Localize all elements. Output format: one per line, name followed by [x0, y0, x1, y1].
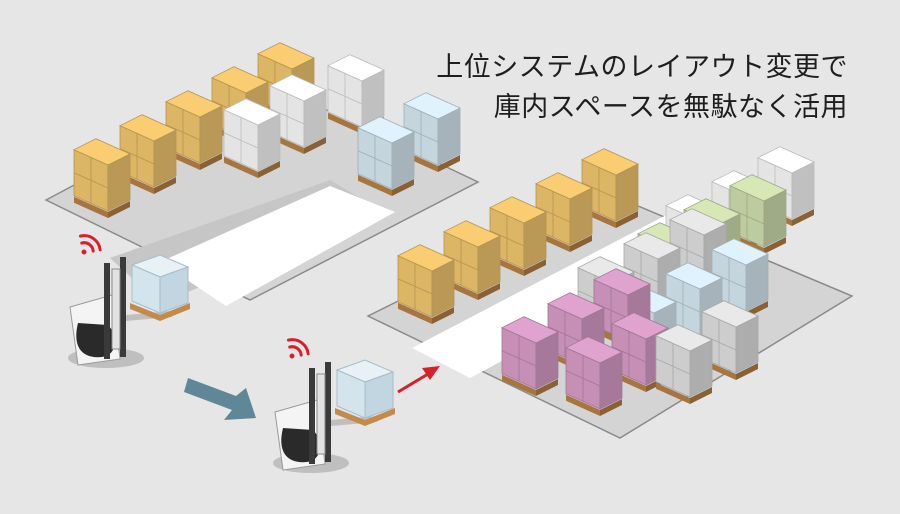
- pallet-stack: [501, 316, 559, 396]
- move-arrow-icon: [184, 378, 256, 420]
- pallet-stack: [397, 244, 455, 324]
- pallet-stack: [357, 116, 415, 196]
- pallet-stack: [655, 324, 713, 404]
- caption: 上位システムのレイアウト変更で 庫内スペースを無駄なく活用: [408, 48, 848, 128]
- pallet-stack: [269, 74, 327, 154]
- pallet-stack: [223, 98, 281, 178]
- aisle-before: [160, 186, 395, 306]
- pallet-stack: [73, 138, 131, 218]
- caption-line-2: 庫内スペースを無駄なく活用: [493, 92, 848, 123]
- pallet-stacks-before: [73, 42, 461, 218]
- pallet-stack: [565, 336, 623, 416]
- reach-truck-icon: [273, 359, 395, 473]
- wifi-signal-icon: [286, 338, 310, 359]
- wifi-signal-icon: [78, 234, 102, 255]
- direction-arrow-icon: [397, 366, 440, 394]
- reach-truck-icon: [68, 254, 190, 368]
- pallet-stacks-after: [397, 146, 815, 416]
- caption-line-1: 上位システムのレイアウト変更で: [436, 52, 848, 83]
- pallet-stack: [729, 174, 787, 254]
